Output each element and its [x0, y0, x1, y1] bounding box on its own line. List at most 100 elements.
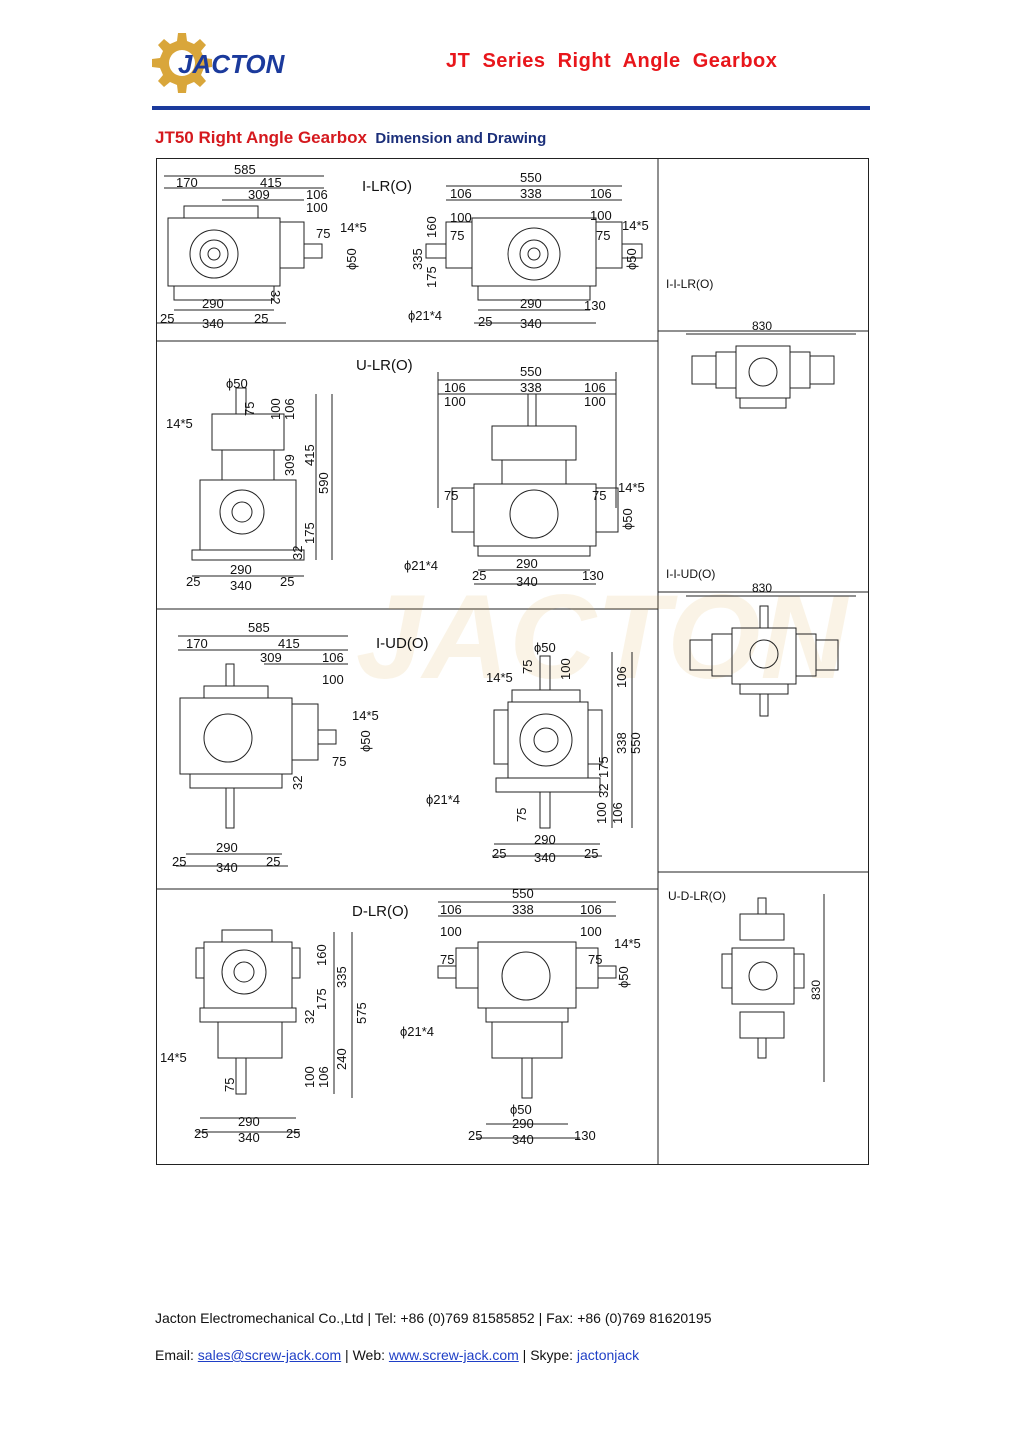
panel-i-i-ud: I-I-UD(O) 830 [666, 567, 856, 717]
dim-106: 106 [450, 186, 472, 201]
dim-100: 100 [580, 924, 602, 939]
panel-u-d-lr: U-D-LR(O) 830 [668, 889, 825, 1082]
dim-100: 100 [590, 208, 612, 223]
dim-106: 106 [440, 902, 462, 917]
dim-14x5: 14*5 [614, 936, 641, 951]
dim-175: 175 [302, 522, 317, 544]
logo-wordmark: JACTON [178, 49, 286, 79]
dim-25: 25 [468, 1128, 482, 1143]
dim-290: 290 [512, 1116, 534, 1131]
gear-icon [152, 33, 212, 93]
dim-25: 25 [286, 1126, 300, 1141]
dim-phi50: ϕ50 [510, 1102, 532, 1117]
dim-106: 106 [614, 666, 629, 688]
dim-100: 100 [558, 658, 573, 680]
dim-75: 75 [444, 488, 458, 503]
section-subtitle: Dimension and Drawing [375, 130, 547, 147]
dim-106: 106 [610, 802, 625, 824]
dim-290: 290 [230, 562, 252, 577]
watermark-logo: JACTON [356, 570, 850, 704]
dim-phi50: ϕ50 [358, 730, 373, 752]
view-label-i-i-ud: I-I-UD(O) [666, 567, 715, 581]
svg-text:JACTON: JACTON [356, 570, 850, 704]
jacton-logo: JACTON [152, 33, 286, 93]
dim-14x5: 14*5 [618, 480, 645, 495]
dim-100: 100 [444, 394, 466, 409]
dim-phi50: ϕ50 [624, 248, 639, 270]
footer-links: Email: sales@screw-jack.com | Web: www.s… [155, 1347, 639, 1363]
model-title: JT50 Right Angle Gearbox [155, 128, 367, 147]
dim-550: 550 [512, 886, 534, 901]
dim-340: 340 [520, 316, 542, 331]
dim-106: 106 [282, 398, 297, 420]
dim-25: 25 [584, 846, 598, 861]
dim-338: 338 [614, 732, 629, 754]
dim-290: 290 [516, 556, 538, 571]
dim-290: 290 [520, 296, 542, 311]
dim-phi21x4: ϕ21*4 [400, 1024, 434, 1039]
dim-100: 100 [306, 200, 328, 215]
dim-338: 338 [520, 380, 542, 395]
dim-340: 340 [512, 1132, 534, 1147]
dim-32: 32 [268, 290, 283, 304]
dim-415: 415 [260, 175, 282, 190]
dim-75: 75 [316, 226, 330, 241]
dim-160: 160 [424, 216, 439, 238]
dim-100: 100 [268, 398, 283, 420]
drawing-frame [156, 158, 869, 1165]
dim-100: 100 [450, 210, 472, 225]
dim-340: 340 [216, 860, 238, 875]
footer-skype: jactonjack [576, 1347, 640, 1363]
dim-75: 75 [440, 952, 454, 967]
dim-106: 106 [322, 650, 344, 665]
dim-175: 175 [314, 988, 329, 1010]
dim-32: 32 [290, 546, 305, 560]
dimension-drawing: JACTON I-LR(O) 585 170 415 309 106 100 7… [156, 158, 869, 1165]
dim-phi21x4: ϕ21*4 [404, 558, 438, 573]
dim-32: 32 [290, 776, 305, 790]
dim-100: 100 [584, 394, 606, 409]
dim-75: 75 [332, 754, 346, 769]
dim-160: 160 [314, 944, 329, 966]
dim-75: 75 [514, 808, 529, 822]
dim-phi50: ϕ50 [620, 508, 635, 530]
view-label-i-lr: I-LR(O) [362, 178, 412, 195]
dim-175: 175 [596, 756, 611, 778]
dim-25: 25 [266, 854, 280, 869]
dim-100: 100 [302, 1066, 317, 1088]
dim-106: 106 [444, 380, 466, 395]
dim-290: 290 [534, 832, 556, 847]
dim-575: 575 [354, 1002, 369, 1024]
dim-100: 100 [440, 924, 462, 939]
dim-25: 25 [172, 854, 186, 869]
footer-skype-label: | Skype: [518, 1347, 577, 1363]
footer-email-label: Email: [155, 1347, 198, 1363]
view-label-d-lr: D-LR(O) [352, 903, 409, 920]
header-title: JT Series Right Angle Gearbox [446, 50, 778, 72]
dim-340: 340 [230, 578, 252, 593]
dim-phi50: ϕ50 [344, 248, 359, 270]
dim-130: 130 [584, 298, 606, 313]
dim-phi50: ϕ50 [534, 640, 556, 655]
dim-590: 590 [316, 472, 331, 494]
dim-25: 25 [254, 311, 268, 326]
footer-email-link[interactable]: sales@screw-jack.com [197, 1347, 342, 1363]
dim-106: 106 [590, 186, 612, 201]
dim-75: 75 [592, 488, 606, 503]
dim-106: 106 [580, 902, 602, 917]
panel-u-lr: U-LR(O) ϕ50 14*5 75 100 106 309 415 590 … [166, 357, 645, 593]
dim-240: 240 [334, 1048, 349, 1070]
dim-309: 309 [260, 650, 282, 665]
dim-32: 32 [302, 1010, 317, 1024]
panel-i-ud: I-UD(O) 585 170 415 309 106 100 14*5 ϕ50… [172, 620, 643, 875]
dim-585: 585 [248, 620, 270, 635]
panel-d-lr: D-LR(O) 160 335 175 32 575 240 100 106 7… [160, 886, 641, 1147]
dim-75: 75 [450, 228, 464, 243]
footer-contact: Jacton Electromechanical Co.,Ltd | Tel: … [155, 1310, 712, 1326]
footer-web-link[interactable]: www.screw-jack.com [388, 1347, 519, 1363]
dim-25: 25 [194, 1126, 208, 1141]
dim-290: 290 [238, 1114, 260, 1129]
dim-170: 170 [176, 175, 198, 190]
dim-830: 830 [752, 581, 772, 595]
dim-14x5: 14*5 [160, 1050, 187, 1065]
